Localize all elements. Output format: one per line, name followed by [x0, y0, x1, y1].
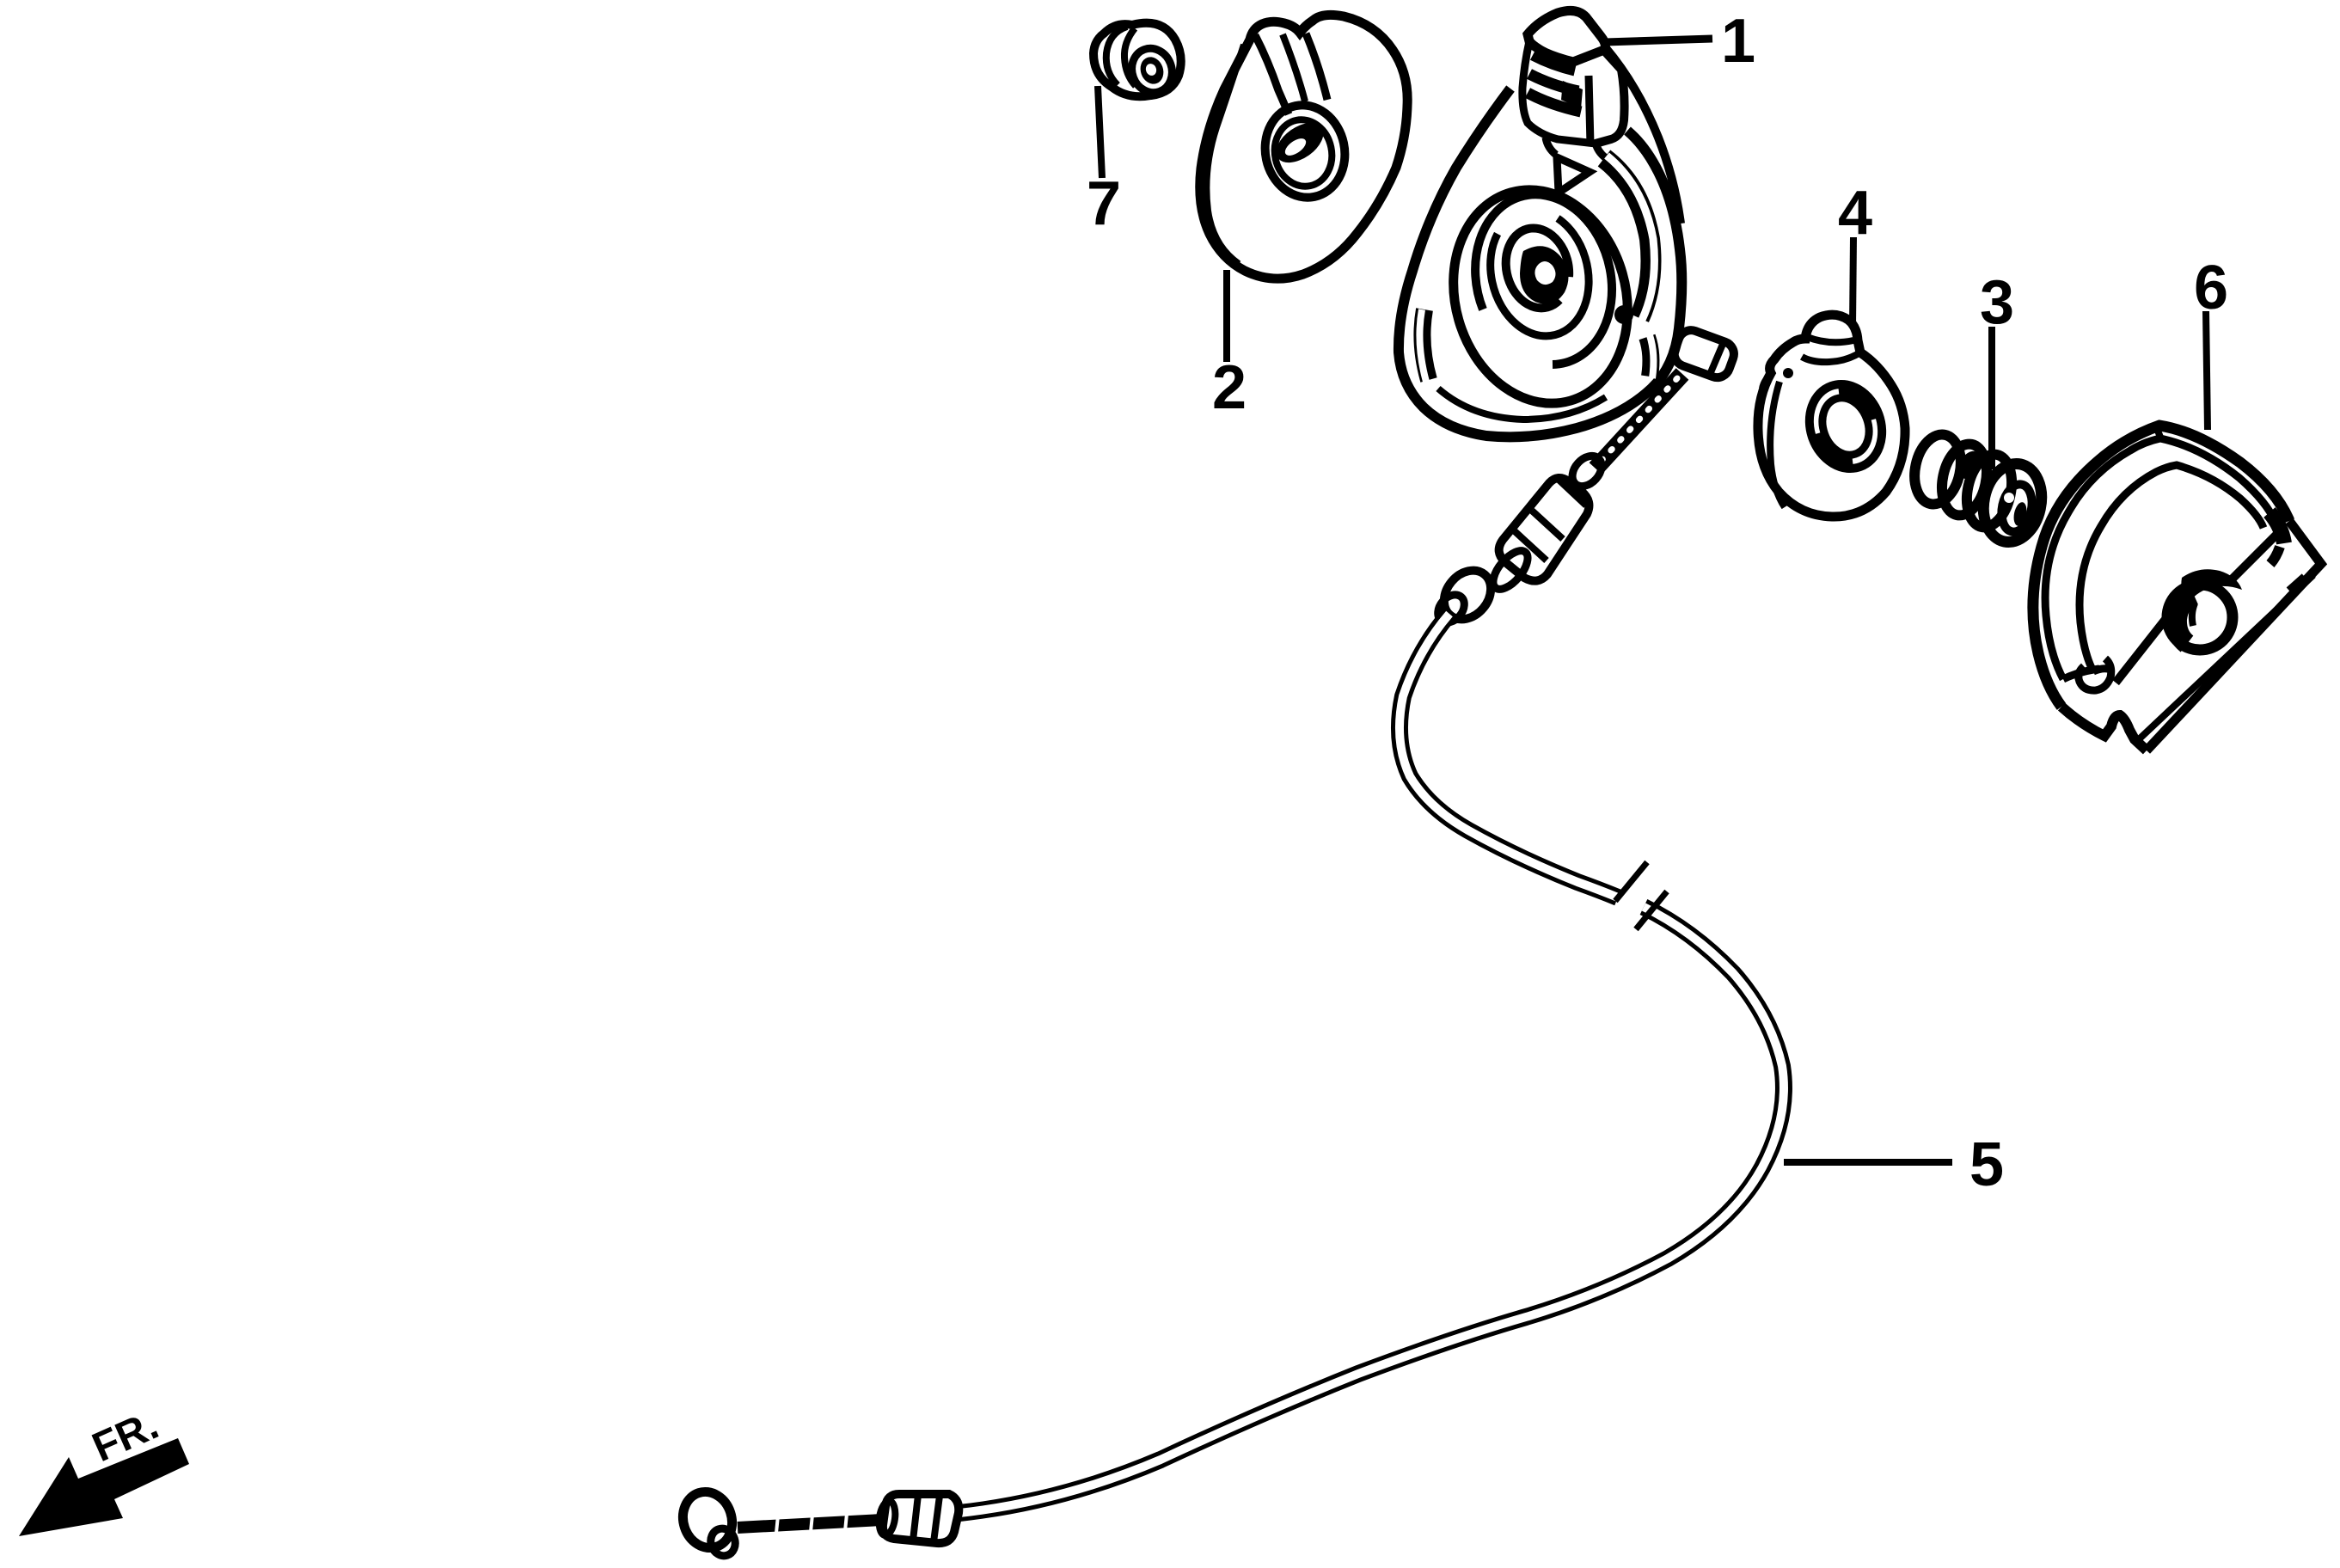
svg-text:7: 7 [1087, 169, 1121, 238]
svg-text:6: 6 [2194, 254, 2228, 322]
svg-text:2: 2 [1212, 353, 1247, 422]
svg-text:3: 3 [1980, 268, 2014, 337]
svg-text:1: 1 [1721, 7, 1755, 76]
svg-text:4: 4 [1838, 179, 1872, 248]
svg-text:5: 5 [1969, 1130, 2004, 1199]
